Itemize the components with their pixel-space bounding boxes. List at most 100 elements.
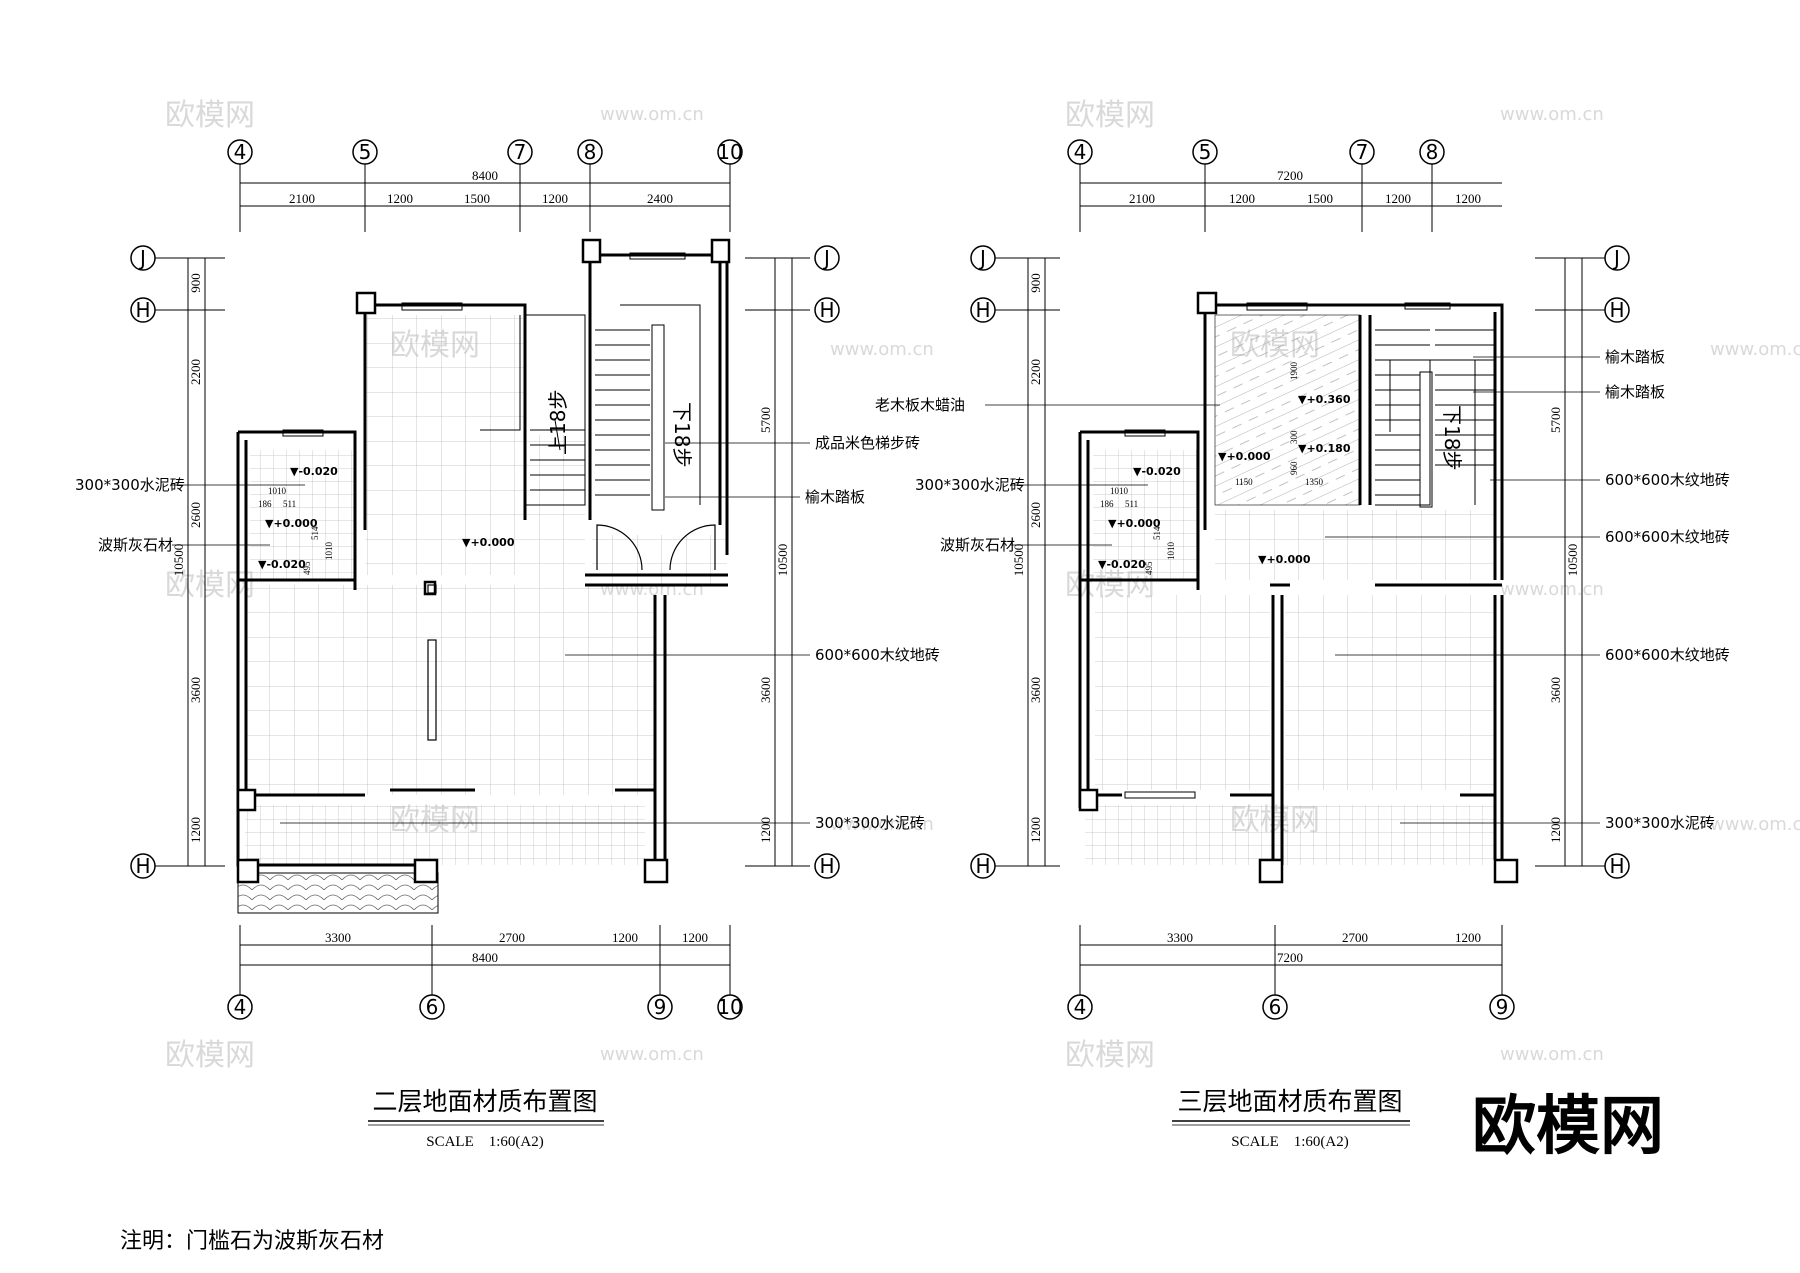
dimensions: 7200 2100 1200 1500 1200 1200 3300 2700 … xyxy=(1011,168,1580,965)
dimension: 2100 xyxy=(1129,191,1155,206)
watermark: 欧模网 xyxy=(165,98,255,133)
dimension: 2600 xyxy=(1028,502,1043,528)
dimension: 2600 xyxy=(188,502,203,528)
dimension: 1200 xyxy=(1455,191,1481,206)
dimensions: 8400 2100 1200 1500 1200 2400 3300 2700 … xyxy=(171,168,790,965)
material-label: 波斯灰石材 xyxy=(940,536,1015,554)
stair-down-label: 下18步 xyxy=(670,402,694,467)
small-dimensions: 1010 186 511 514 1010 495 xyxy=(258,486,334,575)
axis-label: 10 xyxy=(717,995,742,1019)
dimension: 1200 xyxy=(387,191,413,206)
balcony-tile xyxy=(1085,805,1495,865)
small-dimension: 511 xyxy=(283,499,296,509)
elevations: ▼+0.360 ▼+0.180 ▼+0.000 ▼-0.020 ▼+0.000 … xyxy=(1098,393,1351,571)
material-label: 300*300水泥砖 xyxy=(1605,814,1715,832)
dimension: 1200 xyxy=(682,930,708,945)
columns xyxy=(236,238,731,884)
axis-label: 6 xyxy=(426,995,439,1019)
dimension: 2700 xyxy=(499,930,525,945)
dimension: 2400 xyxy=(647,191,673,206)
dimension: 10500 xyxy=(775,544,790,577)
dimension: 5700 xyxy=(758,407,773,433)
material-label: 成品米色梯步砖 xyxy=(815,434,920,452)
windows xyxy=(282,252,686,437)
axis-label: 6 xyxy=(1269,995,1282,1019)
stair-up-label: 上18步 xyxy=(546,390,570,455)
dimension: 10500 xyxy=(171,544,186,577)
watermark: 欧模网 xyxy=(1065,1038,1155,1073)
axis-label: 7 xyxy=(1356,140,1369,164)
floor-tile-area xyxy=(245,585,655,795)
dimension: 900 xyxy=(188,273,203,293)
dimension: 1500 xyxy=(464,191,490,206)
axis-label: H xyxy=(819,854,834,878)
small-dimension: 495 xyxy=(1144,561,1154,575)
small-dimension: 186 xyxy=(1100,499,1114,509)
axis-label: J xyxy=(1612,246,1620,270)
plan-scale: SCALE 1:60(A2) xyxy=(1231,1134,1349,1150)
leader-lines xyxy=(172,442,810,824)
material-label: 老木板木蜡油 xyxy=(875,396,965,414)
elevation-mark: ▼+0.000 xyxy=(1218,450,1271,463)
material-label: 300*300水泥砖 xyxy=(75,476,185,494)
axis-label: J xyxy=(138,246,146,270)
axis-label: H xyxy=(135,854,150,878)
elevation-mark: ▼+0.000 xyxy=(1108,517,1161,530)
small-dimension: 1010 xyxy=(268,486,287,496)
small-dimension: 1350 xyxy=(1305,477,1324,487)
watermark: www.om.cn xyxy=(600,104,704,125)
axis-label: 4 xyxy=(234,140,247,164)
dimension: 3600 xyxy=(188,677,203,703)
axis-label: H xyxy=(1609,298,1624,322)
material-label: 600*600木纹地砖 xyxy=(815,646,940,664)
small-dimension: 1900 xyxy=(1289,362,1299,381)
material-label: 600*600木纹地砖 xyxy=(1605,646,1730,664)
watermark: www.om.cn xyxy=(1710,814,1800,835)
axes xyxy=(995,162,1605,995)
axis-bubbles xyxy=(970,139,1630,1020)
dimension: 3600 xyxy=(1028,677,1043,703)
material-label: 榆木踏板 xyxy=(1605,348,1665,366)
leader-lines xyxy=(985,356,1600,824)
floor-tile-area xyxy=(1285,595,1495,790)
elevation-mark: ▼-0.020 xyxy=(1133,465,1181,478)
bathroom-tile xyxy=(1093,450,1198,580)
watermark: www.om.cn xyxy=(1500,1044,1604,1065)
stair xyxy=(1375,329,1495,508)
stair-down-label: 下18步 xyxy=(1440,405,1464,470)
axes xyxy=(155,162,810,995)
elevation-mark: ▼+0.180 xyxy=(1298,442,1351,455)
dimension: 900 xyxy=(1028,273,1043,293)
dimension: 7200 xyxy=(1277,950,1303,965)
dimension: 8400 xyxy=(472,950,498,965)
drawing-note: 注明：门槛石为波斯灰石材 xyxy=(120,1229,384,1254)
axis-label: H xyxy=(975,854,990,878)
dimension: 3600 xyxy=(1548,677,1563,703)
dimension: 8400 xyxy=(472,168,498,183)
axis-label: 5 xyxy=(359,140,372,164)
elevation-mark: ▼-0.020 xyxy=(290,465,338,478)
axis-label: 9 xyxy=(654,995,667,1019)
axis-label: H xyxy=(819,298,834,322)
floor-tile-area xyxy=(592,535,727,585)
bathroom-tile xyxy=(250,450,355,580)
dimension: 1200 xyxy=(542,191,568,206)
dimension: 2200 xyxy=(1028,359,1043,385)
dimension: 1200 xyxy=(188,817,203,843)
small-dimension: 511 xyxy=(1125,499,1138,509)
material-labels: 老木板木蜡油 300*300水泥砖 波斯灰石材 榆木踏板 榆木踏板 600*60… xyxy=(875,348,1730,832)
axis-label: 4 xyxy=(234,995,247,1019)
dimension: 1200 xyxy=(1028,817,1043,843)
watermark: www.om.cn xyxy=(1710,339,1800,360)
dimension: 1200 xyxy=(1455,930,1481,945)
doors xyxy=(427,524,716,741)
axis-label: J xyxy=(978,246,986,270)
dimension: 1200 xyxy=(1385,191,1411,206)
elevation-mark: ▼-0.020 xyxy=(1098,558,1146,571)
axis-labels: 4 5 7 8 10 4 6 9 10 J H H J H H xyxy=(135,140,834,1019)
axis-labels: 4 5 7 8 4 6 9 J H H J H H xyxy=(975,140,1624,1019)
plan-title: 三层地面材质布置图 xyxy=(1177,1087,1402,1116)
small-dimension: 1010 xyxy=(1166,542,1176,561)
dimension: 3300 xyxy=(1167,930,1193,945)
watermark: 欧模网 xyxy=(1065,98,1155,133)
